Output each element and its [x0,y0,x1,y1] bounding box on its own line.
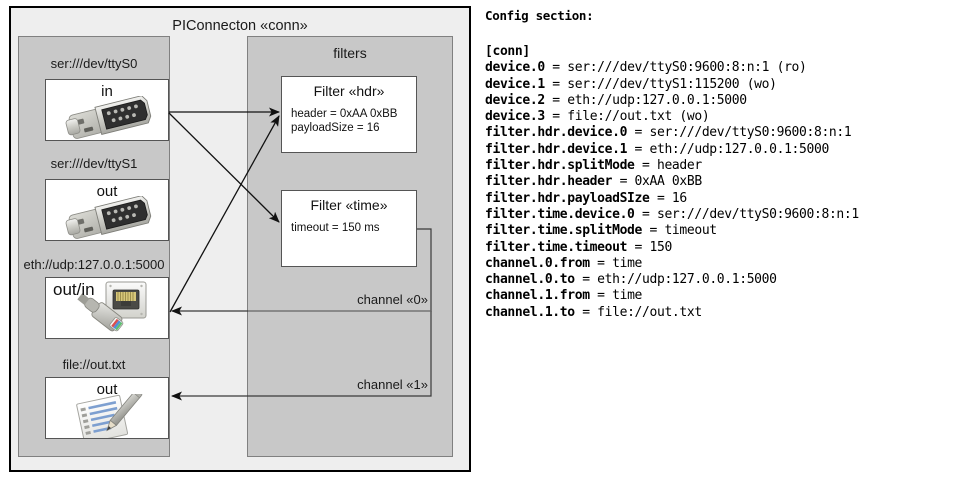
config-line: channel.0.from = time [485,256,859,272]
config-section: Config section: [conn]device.0 = ser:///… [484,0,964,484]
config-value: = ser:///dev/ttyS1:115200 (wo) [544,76,777,92]
config-value: = eth://udp:127.0.0.1:5000 [627,141,830,157]
device-box-eth[interactable]: out/in [45,277,169,339]
filter-props-time: timeout = 150 ms [291,221,412,235]
filter-title-hdr: Filter «hdr» [313,83,385,99]
filter-prop: timeout = 150 ms [291,222,380,234]
config-key: device.3 [485,109,545,125]
config-key: filter.time.timeout [485,239,628,255]
ethernet-jack-icon [77,281,147,332]
connector-diagram: PIConnecton «conn» filters ser:///dev/tt… [9,6,471,472]
config-value: = ser:///dev/ttyS0:9600:8:n:1 (ro) [544,60,807,76]
config-key: filter.hdr.device.1 [485,141,628,157]
device-label-ttys1: ser:///dev/ttyS1 [50,156,138,171]
device-label-file: file://out.txt [62,357,126,372]
config-value: = header [634,158,702,174]
config-value: = file://out.txt [574,304,702,320]
page-title: PIConnecton «conn» [172,18,308,34]
serial-port-icon [65,196,152,239]
config-key: channel.0.to [485,272,575,288]
device-direction-ttys1: out [96,183,118,200]
config-value: = ser:///dev/ttyS0:9600:8:n:1 [627,125,852,141]
config-key: filter.hdr.device.0 [485,125,628,141]
edge-ttys0-to-time [168,112,280,223]
config-line: filter.hdr.header = 0xAA 0xBB [485,174,859,190]
config-key: [conn] [485,44,530,59]
config-line: channel.1.to = file://out.txt [485,305,859,321]
connector-lines [168,107,432,401]
config-key: filter.hdr.splitMode [485,158,635,174]
config-line: channel.1.from = time [485,288,859,304]
config-value: = file://out.txt (wo) [544,109,710,125]
config-key: filter.time.device.0 [485,206,635,222]
config-line: device.3 = file://out.txt (wo) [485,109,859,125]
config-key: device.0 [485,60,545,76]
config-key: filter.hdr.header [485,174,613,190]
config-key: device.2 [485,92,545,108]
config-value: = 0xAA 0xBB [612,174,703,190]
edge-channel-0 [171,228,432,316]
device-box-ttys0[interactable]: in [45,79,169,141]
device-direction-ttys0: in [101,83,113,100]
filter-title-time: Filter «time» [310,197,388,213]
config-key: filter.time.splitMode [485,223,643,239]
config-value: = 150 [627,239,673,255]
filter-box-time[interactable]: Filter «time» timeout = 150 ms [281,190,417,267]
config-line: filter.hdr.device.0 = ser:///dev/ttyS0:9… [485,125,859,141]
config-value: = ser:///dev/ttyS0:9600:8:n:1 [634,206,859,222]
config-value: = timeout [642,223,717,239]
config-key: channel.0.from [485,255,590,271]
channel-label-1: channel «1» [357,377,428,392]
device-box-file[interactable]: out [45,377,169,439]
filter-prop: payloadSize = 16 [291,122,380,134]
text-file-icon [76,394,143,438]
edge-eth-to-hdr [169,115,280,313]
channel-label-0: channel «0» [357,292,428,307]
config-value: = time [589,255,643,271]
config-value: = eth://udp:127.0.0.1:5000 [544,92,747,108]
config-line: filter.time.device.0 = ser:///dev/ttyS0:… [485,207,859,223]
config-value: = 16 [649,190,687,206]
config-line: filter.hdr.device.1 = eth://udp:127.0.0.… [485,142,859,158]
filter-prop: header = 0xAA 0xBB [291,108,398,120]
filter-box-hdr[interactable]: Filter «hdr» header = 0xAA 0xBB payloadS… [281,76,417,153]
config-key: channel.1.to [485,304,575,320]
config-line: filter.hdr.payloadSIze = 16 [485,191,859,207]
config-line: device.1 = ser:///dev/ttyS1:115200 (wo) [485,77,859,93]
device-direction-eth: out/in [53,280,95,299]
device-box-ttys1[interactable]: out [45,179,169,241]
config-line: [conn] [485,44,859,60]
serial-port-icon [65,96,152,139]
device-direction-file: out [96,381,118,398]
config-line: filter.time.splitMode = timeout [485,223,859,239]
config-text: [conn]device.0 = ser:///dev/ttyS0:9600:8… [485,44,859,321]
config-line: channel.0.to = eth://udp:127.0.0.1:5000 [485,272,859,288]
filter-props-hdr: header = 0xAA 0xBB payloadSize = 16 [291,107,412,135]
filters-panel-title: filters [333,45,367,61]
config-line: filter.hdr.splitMode = header [485,158,859,174]
config-line: device.0 = ser:///dev/ttyS0:9600:8:n:1 (… [485,60,859,76]
config-line: filter.time.timeout = 150 [485,240,859,256]
config-line: device.2 = eth://udp:127.0.0.1:5000 [485,93,859,109]
config-key: channel.1.from [485,288,590,304]
config-value: = time [589,288,643,304]
config-key: device.1 [485,76,545,92]
device-label-ttys0: ser:///dev/ttyS0 [50,56,138,71]
edge-channel-1 [171,311,432,401]
config-value: = eth://udp:127.0.0.1:5000 [574,272,777,288]
device-label-eth: eth://udp:127.0.0.1:5000 [23,257,165,272]
config-heading: Config section: [485,8,594,23]
config-key: filter.hdr.payloadSIze [485,190,650,206]
